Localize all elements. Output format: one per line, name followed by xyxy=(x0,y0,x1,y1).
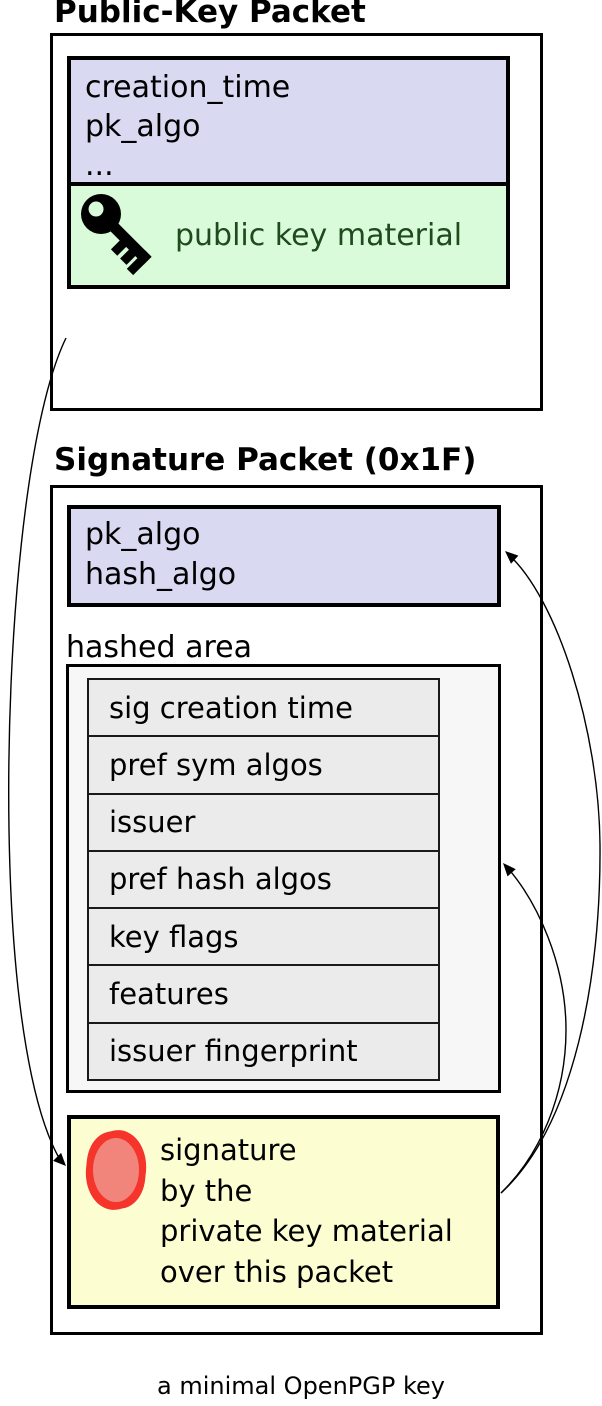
signature-line: by the xyxy=(160,1173,253,1208)
public-key-field-stack: creation_time pk_algo ... public key mat… xyxy=(67,56,510,289)
hashed-area-label: hashed area xyxy=(66,630,252,665)
field-pk-algo: pk_algo xyxy=(85,517,201,552)
diagram-caption: a minimal OpenPGP key xyxy=(157,1372,445,1400)
public-key-packet-title: Public-Key Packet xyxy=(54,0,366,30)
signature-line: private key material xyxy=(160,1214,453,1248)
public-key-material-label: public key material xyxy=(175,218,463,253)
signature-value-box: signature by the private key material ov… xyxy=(67,1115,500,1309)
subpacket-pref-hash-algos: pref hash algos xyxy=(89,852,438,910)
subpacket-list: sig creation time pref sym algos issuer … xyxy=(87,678,440,1081)
signature-description: signature by the private key material ov… xyxy=(160,1130,453,1292)
field-creation-time: creation_time xyxy=(85,70,291,105)
subpacket-issuer: issuer xyxy=(89,795,438,852)
signature-line: over this packet xyxy=(160,1254,394,1289)
public-key-fields: creation_time pk_algo ... xyxy=(71,60,506,186)
field-ellipsis: ... xyxy=(85,148,114,183)
public-key-material-box: public key material xyxy=(71,186,506,285)
field-hash-algo: hash_algo xyxy=(85,557,237,592)
signature-packet-title: Signature Packet (0x1F) xyxy=(54,442,477,478)
key-icon xyxy=(81,194,152,276)
subpacket-sig-creation-time: sig creation time xyxy=(89,680,438,738)
subpacket-pref-sym-algos: pref sym algos xyxy=(89,737,438,795)
seal-icon xyxy=(85,1130,147,1210)
signature-fields: pk_algo hash_algo xyxy=(67,505,501,607)
subpacket-issuer-fingerprint: issuer fingerprint xyxy=(109,1034,358,1069)
field-pk-algo: pk_algo xyxy=(85,109,201,144)
subpacket-features: features xyxy=(89,966,438,1024)
signature-line: signature xyxy=(160,1133,297,1167)
subpacket-key-flags: key flags xyxy=(89,909,438,967)
hashed-area-box: sig creation time pref sym algos issuer … xyxy=(66,664,501,1093)
